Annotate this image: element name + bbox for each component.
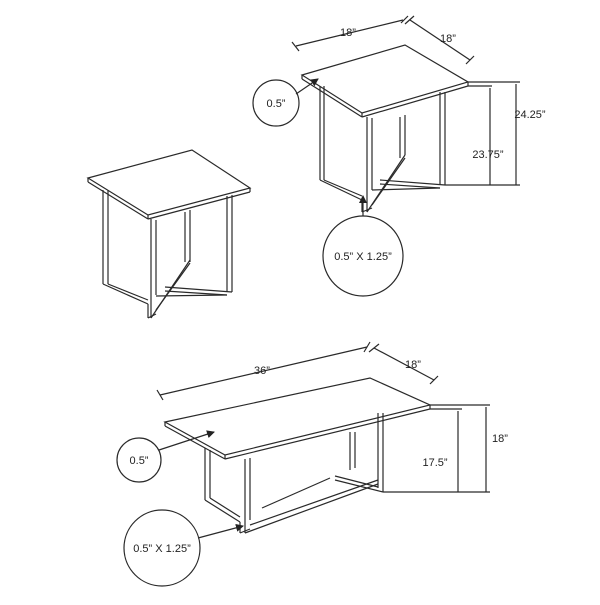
end-table-labels: 18” 18” 0.5” 24.25” 23.75” 0.5” X 1.25”: [267, 27, 546, 263]
coffee-table-overall-height-label: 18”: [492, 433, 508, 445]
plain-end-table-frame: [102, 190, 233, 319]
end-table-width-line: [295, 19, 404, 47]
end-table-leg-profile-label: 0.5” X 1.25”: [334, 251, 392, 263]
coffee-table-depth-line: [373, 347, 435, 381]
coffee-table-leg-height-label: 17.5”: [422, 457, 447, 469]
end-table-leg-height-label: 23.75”: [472, 149, 504, 161]
coffee-table-length-label: 36”: [254, 365, 270, 377]
end-table-overall-height-label: 24.25”: [514, 109, 546, 121]
end-table-top-thickness-callout: [252, 79, 300, 127]
end-table-dimensioned: [252, 15, 520, 297]
end-table-depth-line: [409, 19, 471, 61]
end-table-width-label: 18”: [340, 27, 356, 39]
end-table-top: [300, 44, 470, 114]
coffee-table-top-thickness-label: 0.5”: [130, 455, 149, 467]
coffee-table-dimensioned: [116, 341, 490, 587]
end-table-plain: [86, 149, 252, 319]
end-table-top-thickness-label: 0.5”: [267, 98, 286, 110]
coffee-table-leg-profile-callout: [123, 509, 201, 587]
coffee-table-leg-profile-label: 0.5” X 1.25”: [133, 543, 191, 555]
coffee-table-length-line: [159, 346, 368, 396]
coffee-table-labels: 36” 18” 0.5” 18” 17.5” 0.5” X 1.25”: [130, 359, 509, 555]
coffee-table-top-thickness-callout: [116, 437, 162, 483]
end-table-depth-label: 18”: [440, 33, 456, 45]
plain-end-table-top: [86, 149, 252, 216]
coffee-table-depth-label: 18”: [405, 359, 421, 371]
coffee-table-top: [163, 377, 432, 456]
